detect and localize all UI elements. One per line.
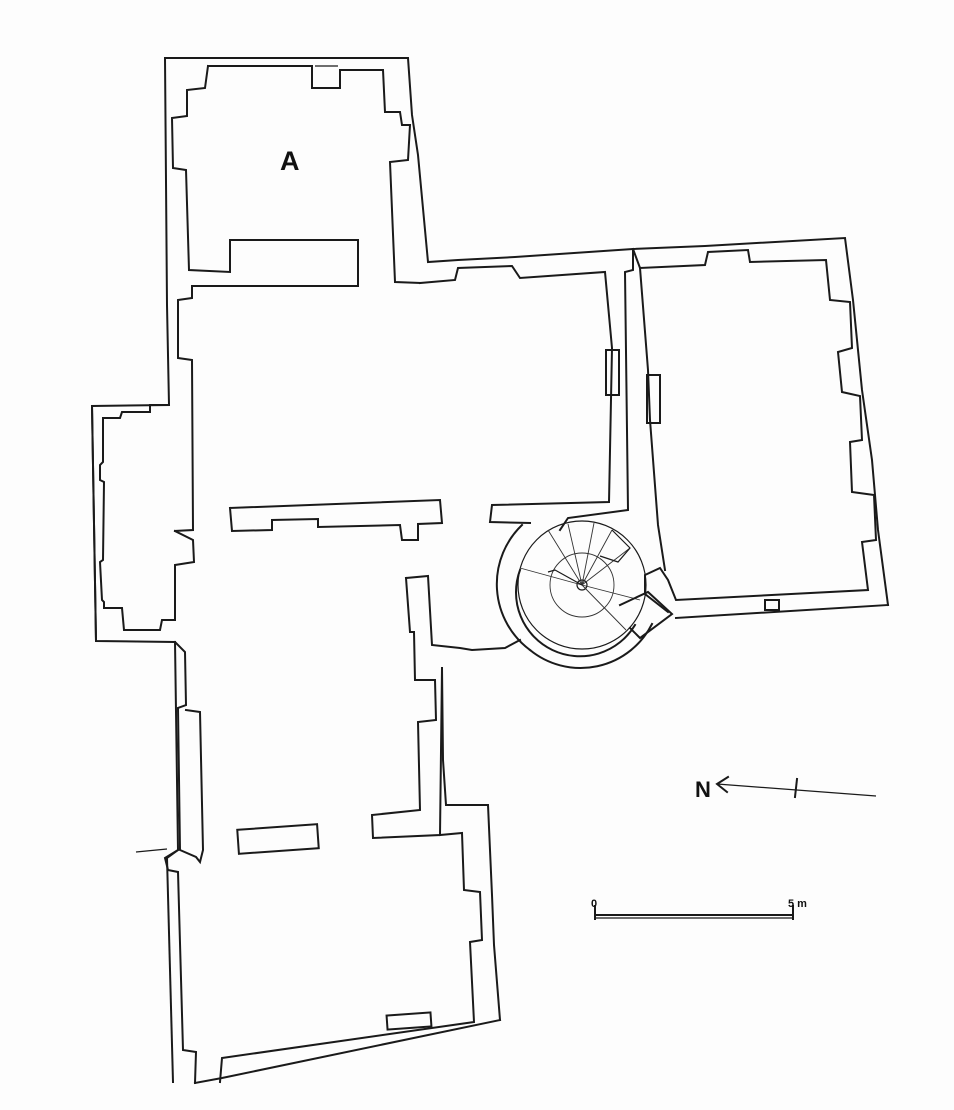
stair-tread (581, 584, 641, 601)
lower-hall-fireplace (236, 823, 320, 855)
east-room-inner (631, 247, 878, 614)
stair-arrow (547, 569, 583, 586)
spiral-staircase (495, 520, 674, 669)
stair-tread (581, 529, 613, 586)
south-room-inner (218, 831, 484, 1084)
east-room-south-wall (674, 603, 890, 620)
stair-well (517, 520, 647, 650)
south-room (163, 831, 484, 1085)
outer-wall-stub (135, 848, 168, 853)
outer-wall-west-upper (90, 56, 180, 860)
room-a-label: A (280, 146, 300, 176)
lower-hall (173, 574, 522, 865)
east-room-niche (764, 599, 780, 611)
stair-tread (581, 584, 627, 631)
room-a: A (170, 64, 422, 287)
outer-wall-south (193, 1018, 502, 1085)
stair-tread (519, 567, 583, 586)
stair-entry-wall (618, 590, 674, 640)
bay-inner (98, 404, 176, 631)
scale-bar-start-label: 0 (591, 898, 597, 910)
building-outline (90, 56, 890, 1085)
hall-north-wall (173, 285, 195, 533)
east-room (558, 247, 890, 620)
east-room-pilaster (646, 374, 661, 424)
east-room-wall-2 (638, 266, 667, 572)
room-a-west-inner (170, 64, 359, 287)
stair-newel (576, 579, 588, 591)
central-hall (173, 264, 620, 541)
north-arrow-tick (793, 777, 799, 799)
stair-treads (519, 522, 641, 631)
stair-landing (599, 529, 631, 563)
lower-hall-east-wall (404, 574, 522, 652)
stair-tread (581, 522, 595, 586)
hall-east-wall (418, 264, 614, 525)
stair-tread (547, 529, 583, 586)
scale-bar-end-label: 5 m (788, 898, 807, 910)
hall-dividing-wall (228, 498, 444, 541)
stair-outer-arc (528, 622, 654, 669)
bay-pier (173, 529, 196, 621)
north-arrow: N (695, 775, 877, 802)
lower-hall-jamb (370, 576, 444, 840)
north-arrow-letter: N (695, 777, 711, 802)
lower-hall-west-wall (173, 640, 205, 865)
stair-newel-ring (549, 552, 615, 618)
stair-inner-arc (515, 568, 637, 658)
hall-pilaster (605, 349, 620, 396)
west-bay (90, 404, 196, 643)
scale-bar: 0 5 m (591, 898, 807, 920)
outer-wall-west-lower (165, 856, 175, 1084)
room-a-inner-wall (207, 65, 422, 285)
stair-tread (581, 547, 631, 586)
stair-tread (567, 523, 583, 586)
outer-wall-east-lower (440, 666, 502, 1022)
south-room-west (163, 848, 198, 1085)
south-room-niche (385, 1011, 433, 1031)
stair-outer-shell (495, 523, 532, 652)
bay-outer (90, 404, 98, 643)
east-room-west-wall (558, 248, 634, 532)
